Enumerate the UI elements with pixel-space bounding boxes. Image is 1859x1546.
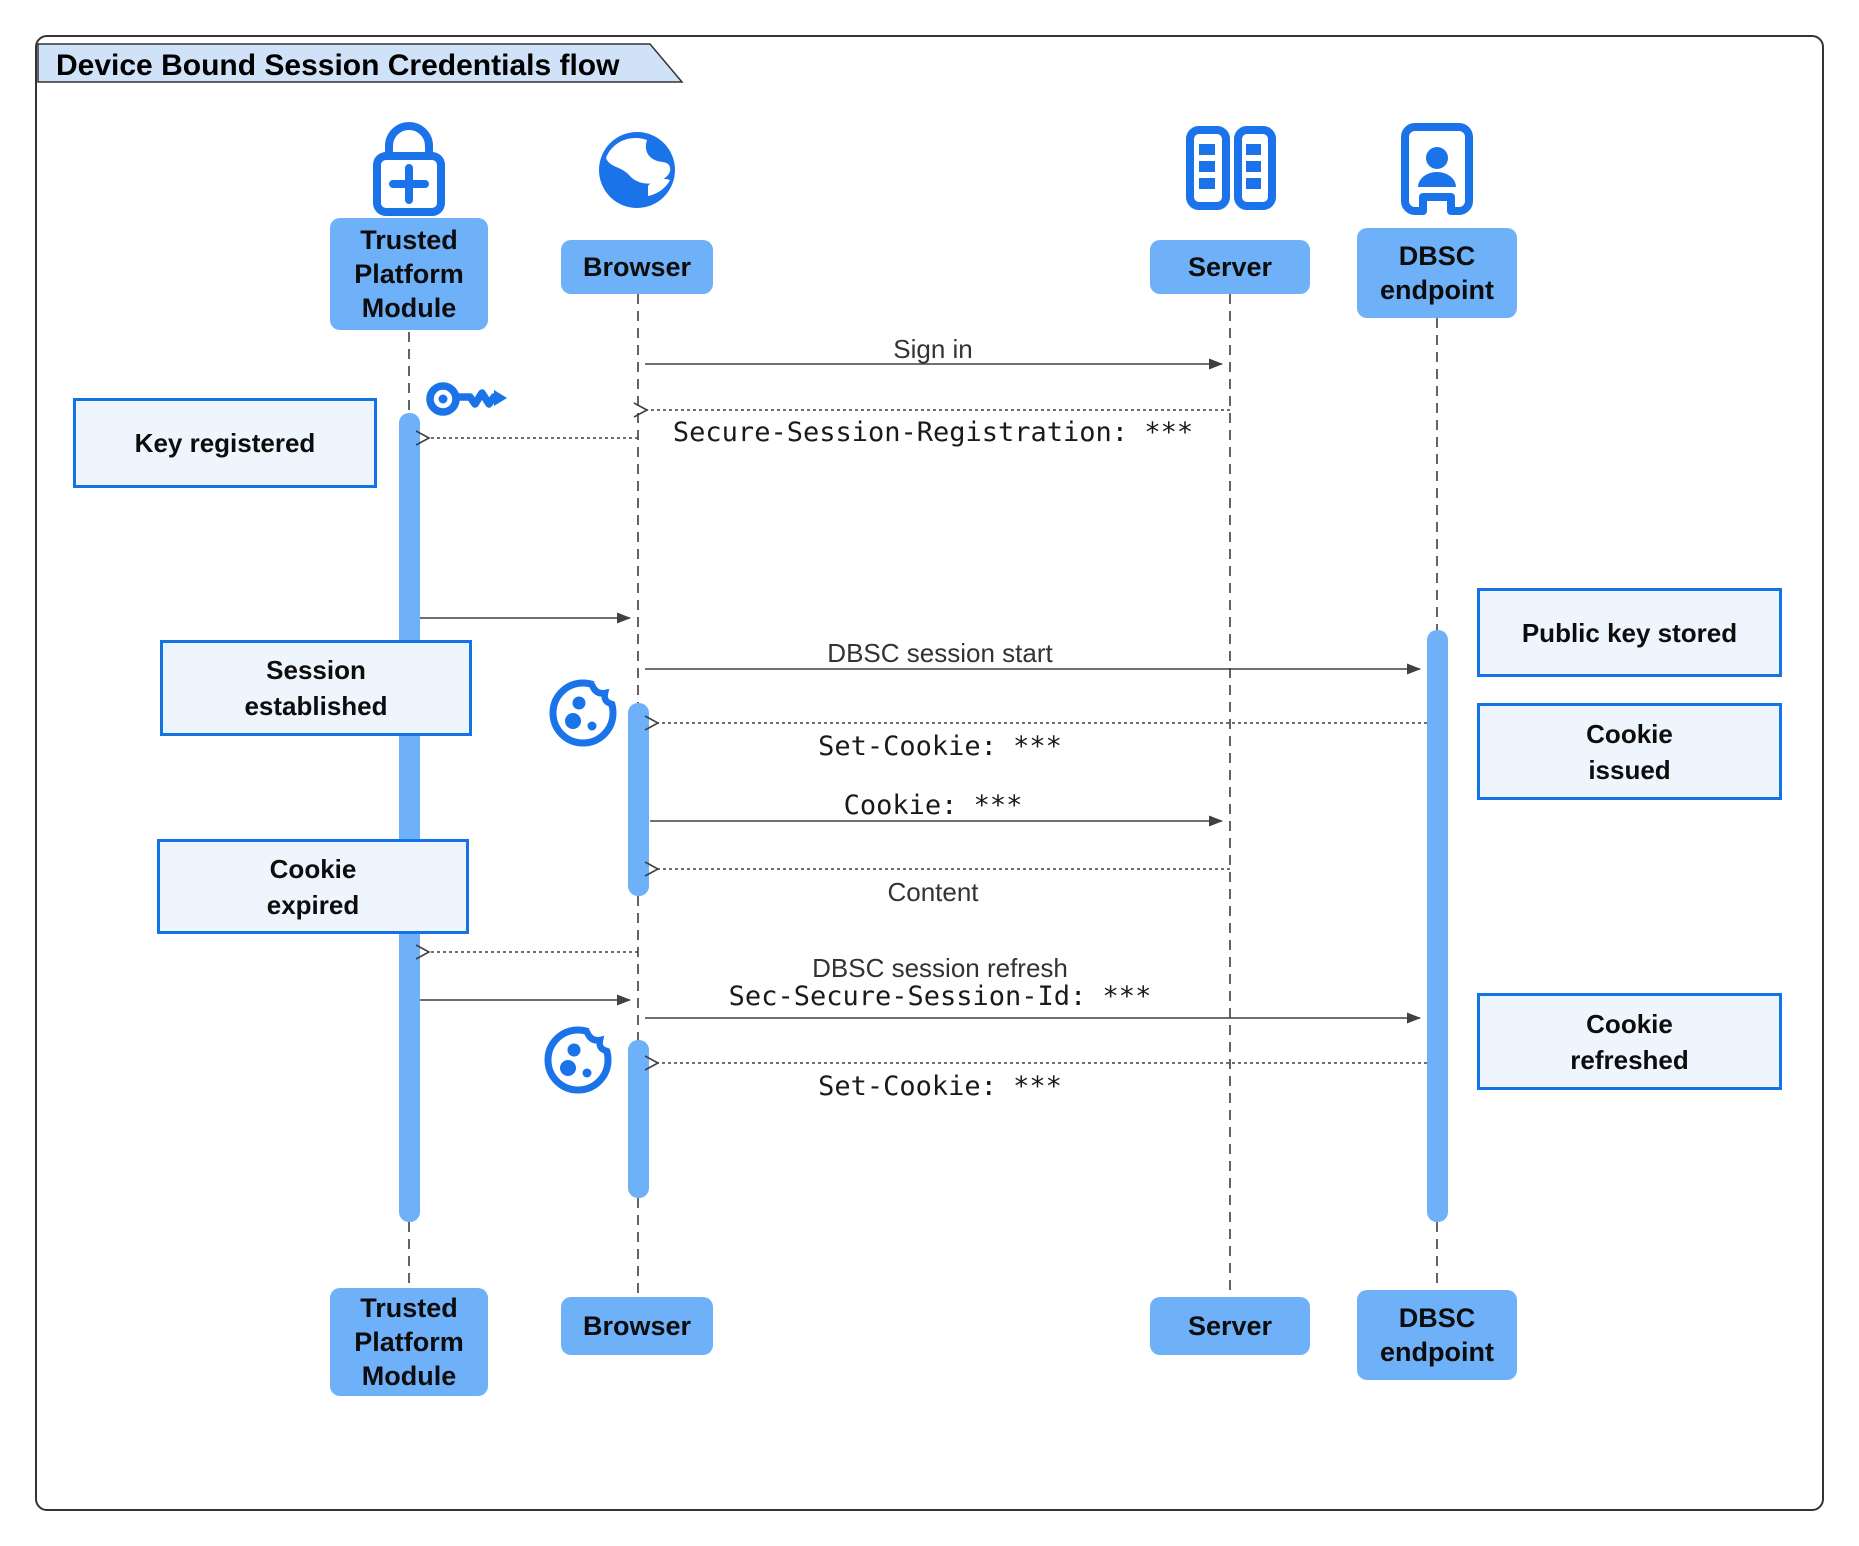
message-cookie: Cookie: *** — [843, 790, 1023, 821]
participant-label-text: Browser — [582, 1311, 692, 1341]
note-cookie-refreshed: Cookie refreshed — [1477, 993, 1782, 1090]
participant-label-dbsc-bottom: DBSC endpoint — [1357, 1290, 1517, 1380]
participant-label-text: DBSC endpoint — [1380, 1303, 1494, 1367]
activation-bar-dbsc — [1427, 630, 1448, 1222]
participant-label-browser-top: Browser — [561, 240, 713, 294]
note-cookie-issued: Cookie issued — [1477, 703, 1782, 800]
server-racks-icon — [1186, 126, 1276, 210]
participant-label-tpm-top: Trusted Platform Module — [330, 218, 488, 330]
note-key-registered: Key registered — [73, 398, 377, 488]
participant-label-server-bottom: Server — [1150, 1297, 1310, 1355]
note-text: Cookie issued — [1586, 718, 1673, 785]
activation-bars — [399, 413, 1448, 1222]
participant-label-text: Trusted Platform Module — [354, 1293, 464, 1391]
note-cookie-expired: Cookie expired — [157, 839, 469, 934]
activation-bar-browser-1 — [628, 703, 649, 896]
participant-label-text: Server — [1187, 252, 1273, 282]
message-sign-in: Sign in — [893, 334, 973, 364]
lifelines — [408, 294, 1438, 1297]
note-session-established: Session established — [160, 640, 472, 736]
participant-label-browser-bottom: Browser — [561, 1297, 713, 1355]
note-text: Cookie expired — [266, 853, 360, 920]
participant-label-dbsc-top: DBSC endpoint — [1357, 228, 1517, 318]
lock-plus-icon — [373, 122, 445, 216]
message-set-cookie-2: Set-Cookie: *** — [818, 1071, 1062, 1102]
note-text: Key registered — [134, 428, 316, 458]
note-public-key-stored: Public key stored — [1477, 588, 1782, 677]
note-text: Public key stored — [1521, 617, 1738, 648]
participant-label-text: Trusted Platform Module — [354, 225, 464, 323]
cookie-icon — [544, 1025, 613, 1094]
diagram-title: Device Bound Session Credentials flow — [56, 49, 620, 82]
message-dbsc-session-start: DBSC session start — [827, 638, 1053, 668]
participant-label-tpm-bottom: Trusted Platform Module — [330, 1288, 488, 1396]
participant-label-text: DBSC endpoint — [1380, 241, 1494, 305]
message-sec-secure-session-id: Sec-Secure-Session-Id: *** — [728, 981, 1152, 1012]
cookie-icon — [549, 678, 618, 747]
activation-bar-tpm — [399, 413, 420, 1222]
note-text: Cookie refreshed — [1570, 1008, 1689, 1075]
person-door-icon — [1401, 123, 1473, 215]
message-arrows — [415, 358, 1427, 1071]
title-tab — [37, 43, 684, 83]
message-session-registration: Secure-Session-Registration: *** — [672, 417, 1194, 448]
message-content: Content — [887, 877, 979, 907]
activation-bar-browser-2 — [628, 1040, 649, 1198]
globe-icon — [599, 132, 675, 208]
key-icon — [426, 382, 507, 416]
participant-label-text: Server — [1187, 1311, 1273, 1341]
participant-label-text: Browser — [582, 252, 692, 282]
message-dbsc-session-refresh: DBSC session refresh — [812, 953, 1068, 983]
message-set-cookie-1: Set-Cookie: *** — [818, 731, 1062, 762]
note-text: Session established — [244, 655, 388, 721]
diagram-frame — [35, 35, 1824, 1511]
participant-label-server-top: Server — [1150, 240, 1310, 294]
